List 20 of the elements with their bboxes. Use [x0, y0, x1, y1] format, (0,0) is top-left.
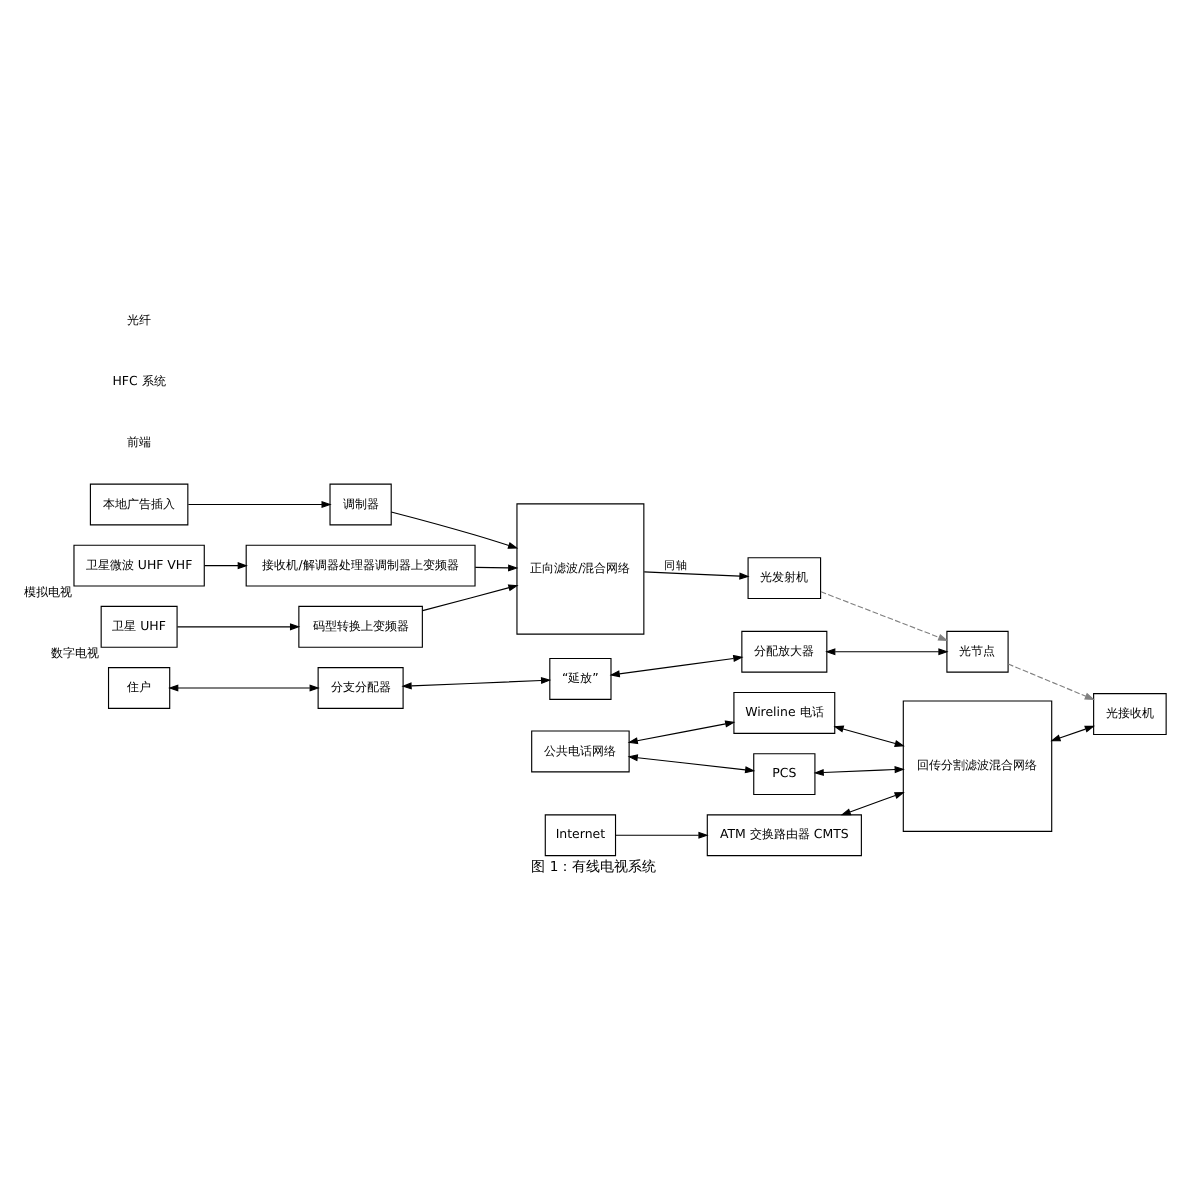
arrow	[390, 510, 519, 548]
arrow	[1050, 724, 1095, 741]
arrow	[825, 647, 949, 655]
arrow	[474, 563, 519, 571]
arrow	[1007, 662, 1095, 699]
arrow	[168, 683, 320, 691]
arrow	[627, 753, 756, 773]
arrow	[204, 561, 248, 569]
arrow	[627, 719, 736, 744]
arrow	[609, 653, 744, 677]
arrow	[176, 622, 301, 630]
arrow	[401, 675, 552, 689]
arrow	[813, 765, 905, 776]
arrow	[840, 791, 905, 815]
arrow	[643, 570, 750, 579]
arrow	[422, 583, 519, 611]
arrow	[187, 499, 332, 508]
arrow	[820, 590, 949, 640]
arrow	[833, 724, 905, 746]
arrow	[615, 830, 709, 838]
